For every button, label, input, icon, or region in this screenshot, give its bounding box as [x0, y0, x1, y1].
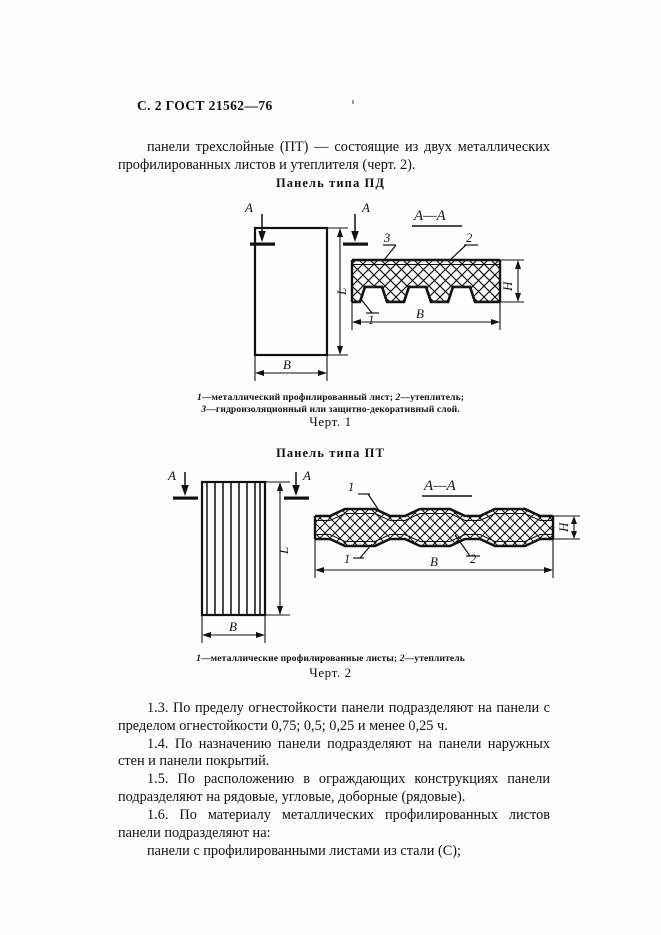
section-title-aa-f1: A—A — [412, 208, 462, 227]
caption-text-2-f1: —утеплитель; — [400, 392, 465, 403]
dimension-label-L-f1: L — [334, 288, 349, 296]
section-mark-a-right-f2 — [284, 472, 309, 500]
caption-text-1-f2: —металлические профилированные листы; — [200, 653, 400, 664]
part-number-1-bottom-f2: 1 — [344, 552, 350, 566]
dimension-B-section-f2 — [314, 539, 554, 578]
figure-2-number: Черт. 2 — [309, 665, 352, 680]
figure-1-caption-line-2: 3—гидроизоляционный или защитно-декорати… — [0, 404, 661, 416]
caption-num-1-f2: 1 — [196, 653, 201, 664]
figure-2-caption: 1—металлические профилированные листы; 2… — [0, 653, 661, 665]
caption-num-2-f2: 2 — [399, 653, 405, 664]
figure-2-title: Панель типа ПТ — [276, 446, 385, 460]
section-mark-a-left-f2 — [173, 472, 198, 500]
clause-1-6-item-1: панели с профилированными листами из ста… — [147, 842, 461, 859]
dimension-label-B-f2: B — [229, 619, 237, 634]
aa-label-f2: A—A — [423, 478, 457, 494]
dimension-H-f2 — [553, 515, 580, 540]
section-mark-a-left — [250, 214, 275, 246]
clause-1-6: 1.6. По материалу металлических профилир… — [118, 807, 550, 841]
caption-text-3-f1: —гидроизоляционный или защитно-декоратив… — [206, 403, 460, 415]
view-mark-label-a-right-f1: A — [361, 200, 370, 215]
clause-list: 1.3. По пределу огнестойкости панели под… — [118, 700, 550, 861]
figure-1-number: Черт. 1 — [309, 414, 352, 429]
dimension-label-L-f2: L — [276, 547, 291, 555]
dimension-L-f2 — [265, 481, 290, 616]
dimension-label-H-f2: H — [556, 522, 571, 533]
view-mark-label-a-left-f1: A — [244, 200, 253, 215]
dimension-label-B-section-f2: B — [430, 554, 438, 569]
leader-lines-f1 — [359, 244, 478, 314]
part-number-2-f1: 2 — [466, 231, 472, 245]
caption-text-1-f1: —металлический профилированный лист; — [201, 392, 396, 403]
panel-elevation-outline — [253, 226, 329, 357]
aa-label-f1: A—A — [413, 208, 447, 224]
dimension-label-H-f1: H — [500, 281, 515, 292]
part-number-1-f1: 1 — [368, 313, 374, 327]
scan-speck — [352, 100, 354, 104]
dimension-H-f1 — [500, 259, 524, 303]
figure-2-caption-line-1: 1—металлические профилированные листы; 2… — [0, 653, 661, 665]
figure-1-caption: 1—металлический профилированный лист; 2—… — [0, 392, 661, 415]
part-number-2-f2: 2 — [470, 552, 476, 566]
section-title-aa-f2: A—A — [422, 478, 472, 497]
panel-elevation-outline-f2 — [200, 480, 267, 617]
caption-num-2-f1: 2 — [395, 392, 401, 403]
clause-1-5: 1.5. По расположению в ограждающих конст… — [118, 771, 550, 805]
dimension-label-B-section-f1: B — [416, 306, 424, 321]
figure-1-caption-line-1: 1—металлический профилированный лист; 2—… — [0, 392, 661, 404]
dimension-B-section-f1 — [351, 302, 501, 330]
view-mark-label-a-right-f2: A — [302, 468, 311, 483]
top-profiled-sheet-f2 — [315, 507, 553, 518]
section-mark-a-right — [343, 214, 368, 246]
bottom-profiled-sheet-f2 — [315, 537, 553, 548]
clause-1-3: 1.3. По пределу огнестойкости панели под… — [118, 700, 550, 734]
figure-1-title: Панель типа ПД — [275, 176, 386, 190]
dimension-B-elevation-f2 — [201, 615, 266, 643]
page-header: С. 2 ГОСТ 21562—76 — [137, 98, 273, 113]
dimension-B-elevation — [254, 355, 328, 381]
caption-num-3-f1: 3 — [201, 403, 207, 415]
dimension-label-B-f1: B — [283, 357, 291, 372]
dimension-L — [327, 227, 348, 356]
intro-paragraph: панели трехслойные (ПТ) — состоящие из д… — [118, 139, 550, 173]
caption-text-2-f2: —утеплитель — [404, 653, 465, 664]
part-number-1-top-f2: 1 — [348, 480, 354, 494]
leader-lines-f2 — [353, 493, 480, 559]
clause-1-4: 1.4. По назначению панели подразделяют н… — [118, 735, 550, 770]
figure-2-drawing: A—A A A L B H B 1 1 2 — [167, 468, 580, 643]
caption-num-1-f1: 1 — [196, 392, 202, 403]
insulation-hatch-fill-f2 — [315, 509, 553, 546]
view-mark-label-a-left-f2: A — [167, 468, 176, 483]
part-number-3-f1: 3 — [383, 231, 390, 245]
rib-lines-f2 — [206, 482, 261, 615]
figure-1-drawing: A—A A A L B H B 3 2 1 — [244, 200, 524, 381]
